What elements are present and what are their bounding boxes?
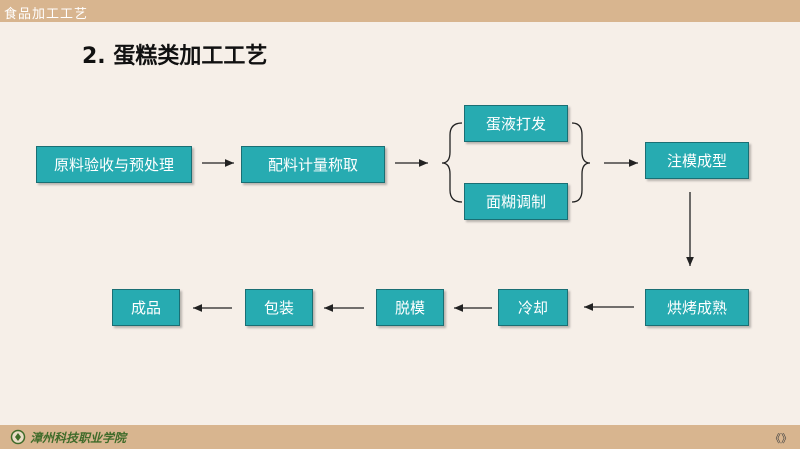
left-brace	[441, 122, 463, 203]
page-title: 2. 蛋糕类加工工艺	[82, 44, 268, 69]
flow-box-cooling: 冷却	[498, 289, 568, 326]
flow-box-raw-material: 原料验收与预处理	[36, 146, 192, 183]
flow-box-weighing: 配料计量称取	[241, 146, 385, 183]
right-brace	[571, 122, 591, 203]
flow-box-packaging: 包装	[245, 289, 313, 326]
school-logo-icon	[10, 429, 26, 445]
top-bar: 食品加工工艺	[0, 0, 800, 22]
page-number: 《》	[770, 432, 792, 445]
school-name: 漳州科技职业学院	[30, 431, 127, 445]
bottom-bar	[0, 425, 800, 449]
flow-box-baking: 烘烤成熟	[645, 289, 749, 326]
course-title: 食品加工工艺	[4, 7, 89, 22]
flow-box-egg-whipping: 蛋液打发	[464, 105, 568, 142]
flow-box-demolding: 脱模	[376, 289, 444, 326]
flow-box-finished-product: 成品	[112, 289, 180, 326]
flow-box-batter-mixing: 面糊调制	[464, 183, 568, 220]
flow-box-molding: 注模成型	[645, 142, 749, 179]
